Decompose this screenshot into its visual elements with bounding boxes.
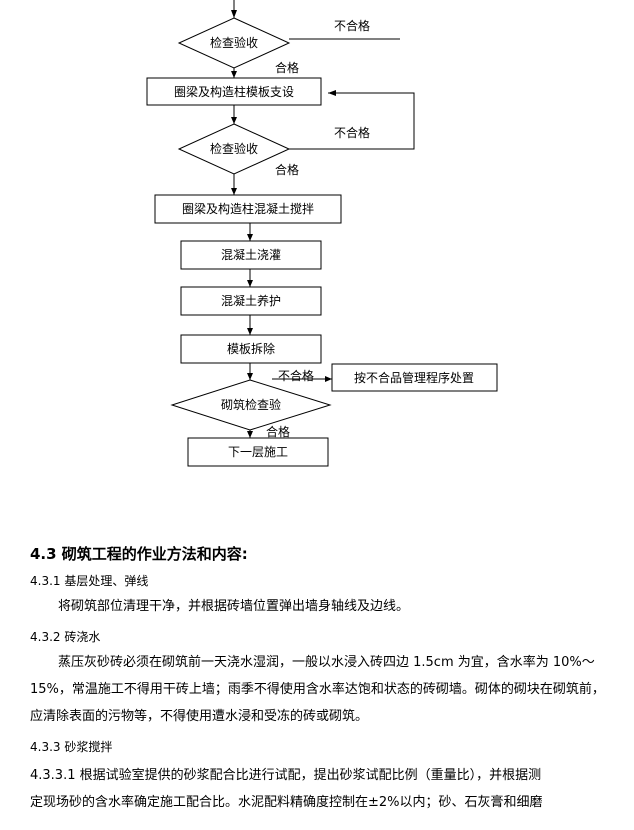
box-label-removal: 模板拆除 [227,341,275,356]
decision-label-3: 砌筑检查验 [221,397,281,412]
box-label-formwork: 圈梁及构造柱模板支设 [174,84,294,99]
process-box-nonconforming [331,363,498,392]
arrowhead-d3-b7 [247,431,253,438]
subsection-title-4-3-3: 4.3.3 砂浆搅拌 [30,740,113,754]
process-box-curing [180,286,322,316]
decision-1-fail-label: 不合格 [334,18,370,33]
process-box-next-floor [187,437,329,467]
box-label-pouring: 混凝土浇灌 [221,247,281,262]
paragraph-4-3-3-line-1: 4.3.3.1 根据试验室提供的砂浆配合比进行试配，提出砂浆试配比例（重量比），… [30,768,542,783]
arrowhead-d2-b2 [231,188,237,195]
decision-1-pass-label: 合格 [275,60,299,75]
arrowhead-b4-b5 [247,328,253,335]
paragraph-4-3-3-line-2: 定现场砂的含水率确定施工配合比。水泥配料精确度控制在±2%以内；砂、石灰膏和细磨 [30,795,543,810]
arrowhead-d1-b1 [231,71,237,78]
box-label-mixing: 圈梁及构造柱混凝土搅拌 [182,201,314,216]
arrowhead-top [231,10,237,18]
box-label-nonconforming: 按不合品管理程序处置 [354,370,474,385]
arrowhead-d3-b6 [325,376,332,382]
arrowhead-loop [328,90,336,96]
decision-3-fail-label: 不合格 [278,368,314,383]
decision-label-1: 检查验收 [210,35,258,50]
box-label-curing: 混凝土养护 [221,293,281,308]
subsection-title-4-3-1: 4.3.1 基层处理、弹线 [30,574,149,588]
process-box-removal [180,334,322,364]
arrowhead-b5-d3 [247,373,253,380]
paragraph-4-3-1: 将砌筑部位清理干净，并根据砖墙位置弹出墙身轴线及边线。 [58,599,410,614]
box-label-next-floor: 下一层施工 [228,445,288,459]
d2-fail-loop [289,92,415,150]
section-heading: 4.3 砌筑工程的作业方法和内容: [30,545,248,563]
decision-2-fail-label: 不合格 [334,125,370,140]
arrowhead-b2-b3 [247,234,253,241]
decision-label-2: 检查验收 [210,141,258,156]
paragraph-4-3-2: 蒸压灰砂砖必须在砌筑前一天浇水湿润，一般以水浸入砖四边 1.5cm 为宜，含水率… [30,655,605,724]
arrowhead-b3-b4 [247,280,253,287]
process-box-pouring [180,240,322,270]
construction-flowchart: 检查验收 不合格 合格 圈梁及构造柱模板支设 检查验收 不合格 合格 圈梁及构造… [146,0,498,467]
decision-2-pass-label: 合格 [275,162,299,177]
arrowhead-b1-d2 [231,117,237,124]
process-box-mixing [154,194,342,224]
decision-3-pass-label: 合格 [266,424,290,439]
subsection-title-4-3-2: 4.3.2 砖浇水 [30,630,101,644]
